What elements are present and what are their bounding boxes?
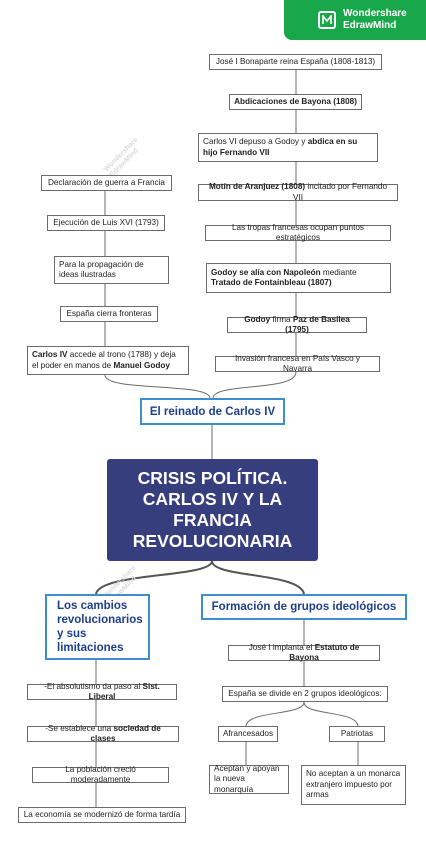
text-run: España se divide en 2 grupos ideológicos… bbox=[228, 688, 382, 698]
node-text: Para la propagación de ideas ilustradas bbox=[59, 260, 164, 281]
node-text: Abdicaciones de Bayona (1808) bbox=[234, 97, 357, 108]
node-text: Las tropas francesas ocupan puntos estra… bbox=[210, 223, 386, 244]
node-text: La economía se modernizó de forma tardía bbox=[24, 810, 181, 821]
node-text: España cierra fronteras bbox=[66, 309, 151, 320]
node-text: España se divide en 2 grupos ideológicos… bbox=[228, 689, 381, 700]
change-node[interactable]: -El absolutismo da paso al Sist. Liberal bbox=[27, 682, 177, 703]
text-run: España cierra fronteras bbox=[66, 308, 152, 318]
text-run: firma bbox=[270, 314, 293, 324]
change-node[interactable]: La economía se modernizó de forma tardía bbox=[18, 807, 186, 823]
event-node[interactable]: Las tropas francesas ocupan puntos estra… bbox=[205, 223, 391, 244]
event-node[interactable]: Carlos IV accede al trono (1788) y deja … bbox=[27, 346, 189, 375]
bold-run: Abdicaciones de Bayona (1808) bbox=[234, 96, 357, 106]
group-label-patriotas[interactable]: Patriotas bbox=[329, 726, 385, 742]
bold-run: Paz de Basilea (1795) bbox=[285, 314, 350, 335]
text-run: -Se establece una bbox=[45, 723, 114, 733]
text-run: incitado por Fernando VII bbox=[292, 182, 388, 202]
node-text: Carlos IV accede al trono (1788) y deja … bbox=[32, 350, 184, 371]
bold-run: Motín de Aranjuez (1808) bbox=[208, 182, 306, 191]
group-node[interactable]: José I implanta el Estatuto de Bayona bbox=[228, 643, 380, 664]
bold-run: Estatuto de Bayona bbox=[289, 642, 360, 663]
node-text: José I implanta el Estatuto de Bayona bbox=[233, 643, 375, 664]
text-run: mediante bbox=[320, 267, 357, 277]
node-text: Godoy se alía con Napoleón mediante Trat… bbox=[211, 268, 386, 289]
bold-run: Tratado de Fontainbleau (1807) bbox=[211, 278, 332, 287]
text-run: José I implanta el bbox=[248, 642, 315, 652]
bold-run: sociedad de clases bbox=[90, 723, 161, 744]
group-label-afrancesados[interactable]: Afrancesados bbox=[218, 726, 278, 742]
node-text: La población creció moderadamente bbox=[37, 765, 164, 786]
node-text: Ejecución de Luis XVI (1793) bbox=[53, 218, 159, 229]
node-text: José I Bonaparte reina España (1808-1813… bbox=[216, 57, 375, 68]
bold-run: Sist. Liberal bbox=[88, 681, 160, 702]
event-node[interactable]: Godoy firma Paz de Basilea (1795) bbox=[227, 315, 367, 336]
event-node[interactable]: Declaración de guerra a Francia bbox=[41, 175, 172, 191]
event-node[interactable]: José I Bonaparte reina España (1808-1813… bbox=[209, 54, 382, 70]
node-text: Invasión francesa en País Vasco y Navarr… bbox=[220, 354, 375, 375]
bold-run: Carlos IV bbox=[32, 350, 68, 359]
event-node[interactable]: Abdicaciones de Bayona (1808) bbox=[229, 94, 362, 110]
text-run: Ejecución de Luis XVI (1793) bbox=[53, 217, 159, 227]
text-run: La población creció moderadamente bbox=[65, 764, 136, 785]
bold-run: Godoy bbox=[244, 314, 271, 324]
text-run: Declaración de guerra a Francia bbox=[48, 177, 165, 187]
text-run: -El absolutismo da paso al bbox=[44, 681, 143, 691]
event-node[interactable]: Godoy se alía con Napoleón mediante Trat… bbox=[206, 263, 391, 293]
topic-reinado[interactable]: El reinado de Carlos IV bbox=[140, 398, 285, 425]
event-node[interactable]: Para la propagación de ideas ilustradas bbox=[54, 256, 169, 284]
topic-formacion[interactable]: Formación de grupos ideológicos bbox=[201, 594, 407, 620]
node-text: Godoy firma Paz de Basilea (1795) bbox=[232, 315, 362, 336]
text-run: José I Bonaparte reina España (1808-1813… bbox=[215, 56, 376, 66]
node-text: Motín de Aranjuez (1808) incitado por Fe… bbox=[203, 182, 393, 203]
node-text: -Se establece una sociedad de clases bbox=[32, 724, 174, 745]
text-run: Para la propagación de ideas ilustradas bbox=[59, 259, 144, 280]
brand-badge[interactable]: Wondershare EdrawMind bbox=[284, 0, 426, 40]
text-run: Invasión francesa en País Vasco y Navarr… bbox=[234, 353, 360, 374]
text-run: La economía se modernizó de forma tardía bbox=[23, 809, 181, 819]
bold-run: abdica en su hijo Fernando VII bbox=[203, 137, 358, 157]
group-desc-patriotas[interactable]: No aceptan a un monarca extranjero impue… bbox=[301, 765, 406, 805]
text-run: Carlos VI depuso a Godoy y bbox=[203, 137, 308, 146]
event-node[interactable]: Motín de Aranjuez (1808) incitado por Fe… bbox=[198, 182, 398, 203]
edrawmind-logo-icon bbox=[318, 11, 336, 29]
event-node[interactable]: España cierra fronteras bbox=[60, 306, 158, 322]
brand-name: Wondershare EdrawMind bbox=[343, 8, 407, 31]
event-node[interactable]: Invasión francesa en País Vasco y Navarr… bbox=[215, 354, 380, 375]
node-text: Carlos VI depuso a Godoy y abdica en su … bbox=[203, 137, 373, 158]
text-run: accede al trono (1788) y deja el poder e… bbox=[32, 350, 176, 370]
group-node[interactable]: España se divide en 2 grupos ideológicos… bbox=[222, 686, 388, 702]
central-topic[interactable]: CRISIS POLÍTICA. CARLOS IV Y LA FRANCIA … bbox=[107, 459, 318, 561]
bold-run: Godoy se alía con Napoleón bbox=[211, 267, 321, 277]
group-desc-afrancesados[interactable]: Aceptan y apoyan la nueva monarquía bbox=[209, 764, 289, 794]
topic-cambios[interactable]: Los cambios revolucionarios y sus limita… bbox=[45, 594, 150, 660]
bold-run: Manuel Godoy bbox=[113, 360, 170, 370]
change-node[interactable]: La población creció moderadamente bbox=[32, 765, 169, 786]
event-node[interactable]: Carlos VI depuso a Godoy y abdica en su … bbox=[198, 133, 378, 162]
node-text: Declaración de guerra a Francia bbox=[48, 178, 165, 189]
node-text: -El absolutismo da paso al Sist. Liberal bbox=[32, 682, 172, 703]
event-node[interactable]: Ejecución de Luis XVI (1793) bbox=[47, 215, 165, 231]
text-run: Las tropas francesas ocupan puntos estra… bbox=[232, 222, 364, 243]
change-node[interactable]: -Se establece una sociedad de clases bbox=[27, 724, 179, 745]
